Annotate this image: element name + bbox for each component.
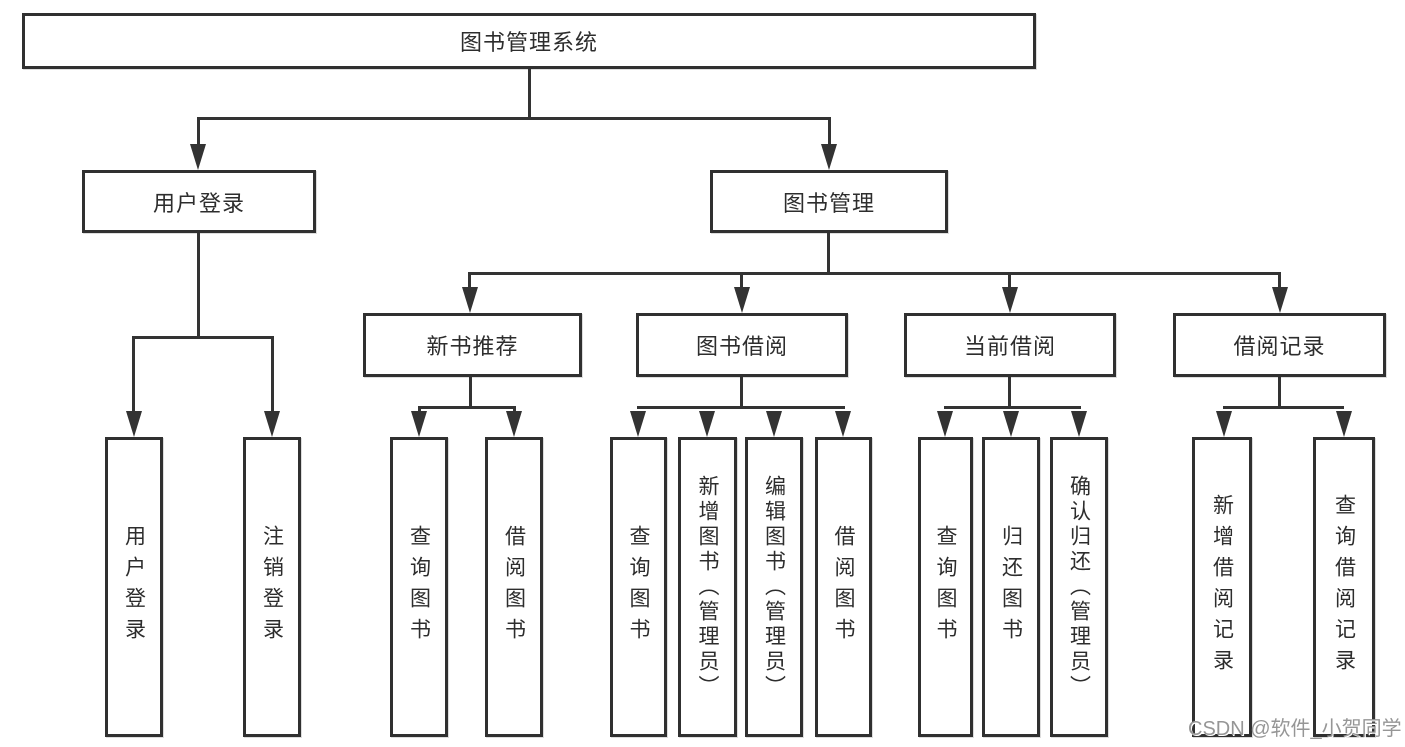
connector-line	[944, 406, 1081, 409]
connector-line	[468, 272, 1281, 275]
leaf-add-books-admin: 新增图书（管理员）	[678, 437, 737, 737]
leaf-query-borrow-record: 查询借阅记录	[1313, 437, 1375, 737]
leaf-add-borrow-record: 新增借阅记录	[1192, 437, 1252, 737]
connector-line	[528, 69, 531, 117]
node-user-login: 用户登录	[82, 170, 316, 233]
node-library-system: 图书管理系统	[22, 13, 1036, 69]
connector-line	[197, 233, 200, 336]
connector-line	[132, 336, 135, 414]
arrow-down-icon	[1272, 287, 1288, 313]
connector-line	[197, 117, 831, 120]
connector-line	[1278, 377, 1281, 406]
arrow-down-icon	[1071, 411, 1087, 437]
connector-line	[1008, 272, 1011, 292]
arrow-down-icon	[411, 411, 427, 437]
node-book-borrowing: 图书借阅	[636, 313, 848, 377]
arrow-down-icon	[264, 411, 280, 437]
connector-line	[469, 377, 472, 406]
arrow-down-icon	[126, 411, 142, 437]
connector-line	[1223, 406, 1344, 409]
connector-line	[468, 272, 471, 292]
connector-line	[740, 377, 743, 406]
arrow-down-icon	[1216, 411, 1232, 437]
arrow-down-icon	[462, 287, 478, 313]
connector-line	[271, 336, 274, 414]
leaf-user-login: 用户登录	[105, 437, 163, 737]
arrow-down-icon	[766, 411, 782, 437]
leaf-borrow-books-borrow: 借阅图书	[815, 437, 872, 737]
node-book-management: 图书管理	[710, 170, 948, 233]
leaf-edit-books-admin: 编辑图书（管理员）	[745, 437, 803, 737]
arrow-down-icon	[190, 144, 206, 170]
connector-line	[827, 233, 830, 272]
connector-line	[1278, 272, 1281, 292]
leaf-query-books-current: 查询图书	[918, 437, 973, 737]
leaf-confirm-return-admin: 确认归还（管理员）	[1050, 437, 1108, 737]
arrow-down-icon	[699, 411, 715, 437]
connector-line	[197, 117, 200, 149]
arrow-down-icon	[1002, 287, 1018, 313]
arrow-down-icon	[835, 411, 851, 437]
node-current-borrowing: 当前借阅	[904, 313, 1116, 377]
arrow-down-icon	[1003, 411, 1019, 437]
node-new-book-recommendation: 新书推荐	[363, 313, 582, 377]
leaf-logout-login: 注销登录	[243, 437, 301, 737]
arrow-down-icon	[506, 411, 522, 437]
leaf-borrow-books-new: 借阅图书	[485, 437, 543, 737]
watermark: CSDN @软件_小贺同学	[1188, 718, 1402, 740]
connector-line	[1008, 377, 1011, 406]
leaf-query-books-borrow: 查询图书	[610, 437, 667, 737]
arrow-down-icon	[937, 411, 953, 437]
leaf-return-books: 归还图书	[982, 437, 1040, 737]
arrow-down-icon	[1336, 411, 1352, 437]
connector-line	[828, 117, 831, 149]
leaf-query-books-new: 查询图书	[390, 437, 448, 737]
arrow-down-icon	[821, 144, 837, 170]
connector-line	[637, 406, 845, 409]
arrow-down-icon	[630, 411, 646, 437]
arrow-down-icon	[734, 287, 750, 313]
connector-line	[132, 336, 274, 339]
connector-line	[418, 406, 516, 409]
connector-line	[740, 272, 743, 292]
node-borrowing-records: 借阅记录	[1173, 313, 1386, 377]
